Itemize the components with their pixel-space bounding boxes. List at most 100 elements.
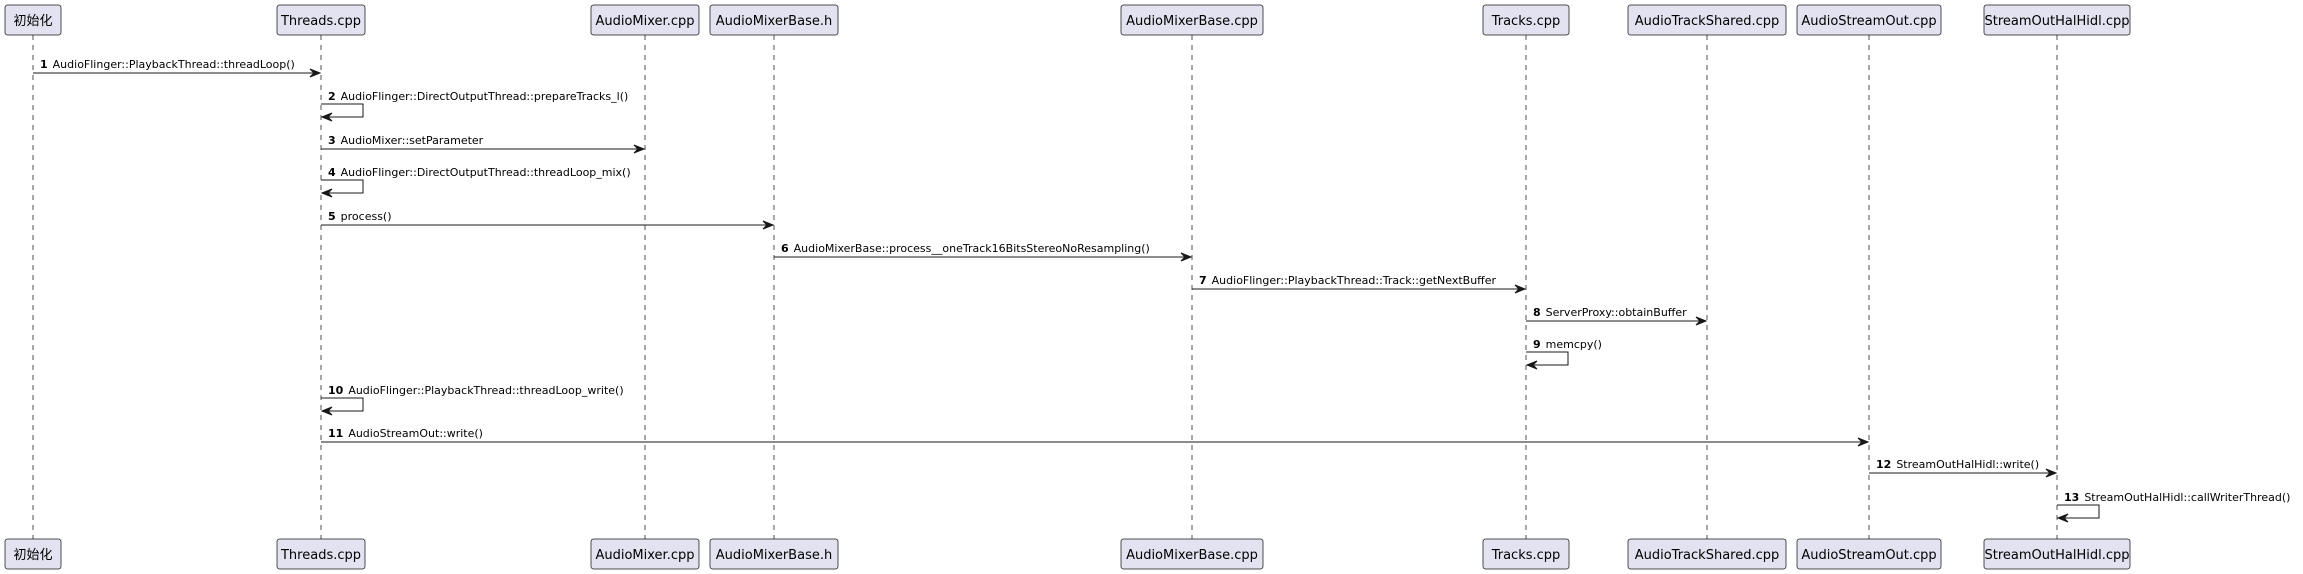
participant-label: 初始化 <box>13 14 52 29</box>
message-number: 4 <box>328 166 336 179</box>
message-8: 8 ServerProxy::obtainBuffer <box>1526 306 1708 326</box>
participant-audiostreamout-top: AudioStreamOut.cpp <box>1796 4 1942 36</box>
participant-label: StreamOutHalHidl.cpp <box>1985 14 2130 29</box>
participant-box <box>276 538 366 570</box>
participant-label: Tracks.cpp <box>1491 548 1561 563</box>
participant-box <box>1983 538 2131 570</box>
message-label: 13 StreamOutHalHidl::callWriterThread() <box>2064 491 2290 504</box>
message-number: 10 <box>328 384 344 397</box>
participant-label: Threads.cpp <box>280 14 361 29</box>
participants-bottom: 初始化 Threads.cpp AudioMixer.cpp AudioMixerBa… <box>4 538 2131 570</box>
participant-label: AudioTrackShared.cpp <box>1635 14 1780 29</box>
message-text: StreamOutHalHidl::write() <box>1896 458 2039 471</box>
message-text: memcpy() <box>1546 338 1602 351</box>
message-number: 2 <box>328 90 336 103</box>
participant-init-top: 初始化 <box>4 4 62 36</box>
message-text: AudioStreamOut::write() <box>348 427 483 440</box>
message-4: 4 AudioFlinger::DirectOutputThread::threa… <box>320 166 631 198</box>
message-label: 9 memcpy() <box>1533 338 1602 351</box>
participant-audiostreamout-bottom: AudioStreamOut.cpp <box>1796 538 1942 570</box>
message-label: 8 ServerProxy::obtainBuffer <box>1533 306 1687 319</box>
message-6: 6 AudioMixerBase::process__oneTrack16Bits… <box>774 242 1193 262</box>
participant-label: AudioMixer.cpp <box>595 14 694 29</box>
participant-box <box>1627 4 1787 36</box>
arrow-head <box>1514 284 1527 294</box>
participant-label: AudioStreamOut.cpp <box>1801 548 1936 563</box>
message-text: StreamOutHalHidl::callWriterThread() <box>2084 491 2290 504</box>
participant-box <box>1983 4 2131 36</box>
participant-label: AudioMixerBase.h <box>716 14 832 29</box>
participant-threads-top: Threads.cpp <box>276 4 366 36</box>
message-text: AudioMixer::setParameter <box>341 134 484 147</box>
message-text: AudioFlinger::PlaybackThread::Track::get… <box>1212 274 1497 287</box>
message-text: AudioMixerBase::process__oneTrack16BitsS… <box>794 242 1150 255</box>
self-call-arrow <box>1526 351 1569 366</box>
participant-label: AudioMixerBase.cpp <box>1126 548 1258 563</box>
participant-box <box>1796 4 1942 36</box>
message-text: ServerProxy::obtainBuffer <box>1546 306 1687 319</box>
participant-box <box>276 4 366 36</box>
participant-tracks-top: Tracks.cpp <box>1482 4 1570 36</box>
lifelines <box>32 35 2058 539</box>
arrow-head <box>320 406 333 416</box>
participant-label: Threads.cpp <box>280 548 361 563</box>
message-label: 6 AudioMixerBase::process__oneTrack16Bits… <box>781 242 1150 255</box>
participant-audiomixerbase_cpp-top: AudioMixerBase.cpp <box>1120 4 1264 36</box>
self-call-arrow <box>2057 504 2100 519</box>
participant-box <box>4 4 62 36</box>
message-9: 9 memcpy() <box>1525 338 1602 370</box>
participant-box <box>1120 538 1264 570</box>
participant-audiomixer-bottom: AudioMixer.cpp <box>590 538 700 570</box>
participant-label: Tracks.cpp <box>1491 14 1561 29</box>
message-label: 7 AudioFlinger::PlaybackThread::Track::ge… <box>1199 274 1497 287</box>
participant-box <box>590 538 700 570</box>
participant-box <box>1796 538 1942 570</box>
participant-audiomixerbase_h-top: AudioMixerBase.h <box>709 4 839 36</box>
arrow-head <box>2056 513 2069 523</box>
message-number: 7 <box>1199 274 1207 287</box>
participant-label: AudioTrackShared.cpp <box>1635 548 1780 563</box>
arrow-head <box>1857 437 1870 447</box>
participant-box <box>1482 538 1570 570</box>
message-number: 8 <box>1533 306 1541 319</box>
message-text: AudioFlinger::PlaybackThread::threadLoop… <box>53 58 295 71</box>
message-1: 1 AudioFlinger::PlaybackThread::threadLoo… <box>33 58 322 78</box>
participant-label: AudioMixerBase.cpp <box>1126 14 1258 29</box>
message-text: AudioFlinger::DirectOutputThread::thread… <box>341 166 631 179</box>
message-number: 1 <box>40 58 48 71</box>
participant-tracks-bottom: Tracks.cpp <box>1482 538 1570 570</box>
arrow-head <box>2045 468 2058 478</box>
message-number: 13 <box>2064 491 2079 504</box>
message-label: 4 AudioFlinger::DirectOutputThread::threa… <box>328 166 631 179</box>
message-number: 5 <box>328 210 336 223</box>
participant-label: AudioMixerBase.h <box>716 548 832 563</box>
self-call-arrow <box>321 103 364 118</box>
participant-audiomixer-top: AudioMixer.cpp <box>590 4 700 36</box>
message-label: 12 StreamOutHalHidl::write() <box>1876 458 2039 471</box>
message-text: AudioFlinger::PlaybackThread::threadLoop… <box>348 384 623 397</box>
participant-box <box>709 4 839 36</box>
participants-top: 初始化 Threads.cpp AudioMixer.cpp AudioMixerBa… <box>4 4 2131 36</box>
self-call-arrow <box>321 179 364 194</box>
participant-label: 初始化 <box>13 548 52 563</box>
message-label: 10 AudioFlinger::PlaybackThread::threadLo… <box>328 384 624 397</box>
participant-audiotrackshared-bottom: AudioTrackShared.cpp <box>1627 538 1787 570</box>
arrow-head <box>309 68 322 78</box>
participant-audiomixerbase_h-bottom: AudioMixerBase.h <box>709 538 839 570</box>
arrow-head <box>633 144 646 154</box>
message-number: 6 <box>781 242 789 255</box>
message-number: 12 <box>1876 458 1891 471</box>
arrow-head <box>320 112 333 122</box>
message-number: 9 <box>1533 338 1541 351</box>
arrow-head <box>762 220 775 230</box>
arrow-head <box>320 188 333 198</box>
participant-box <box>1120 4 1264 36</box>
